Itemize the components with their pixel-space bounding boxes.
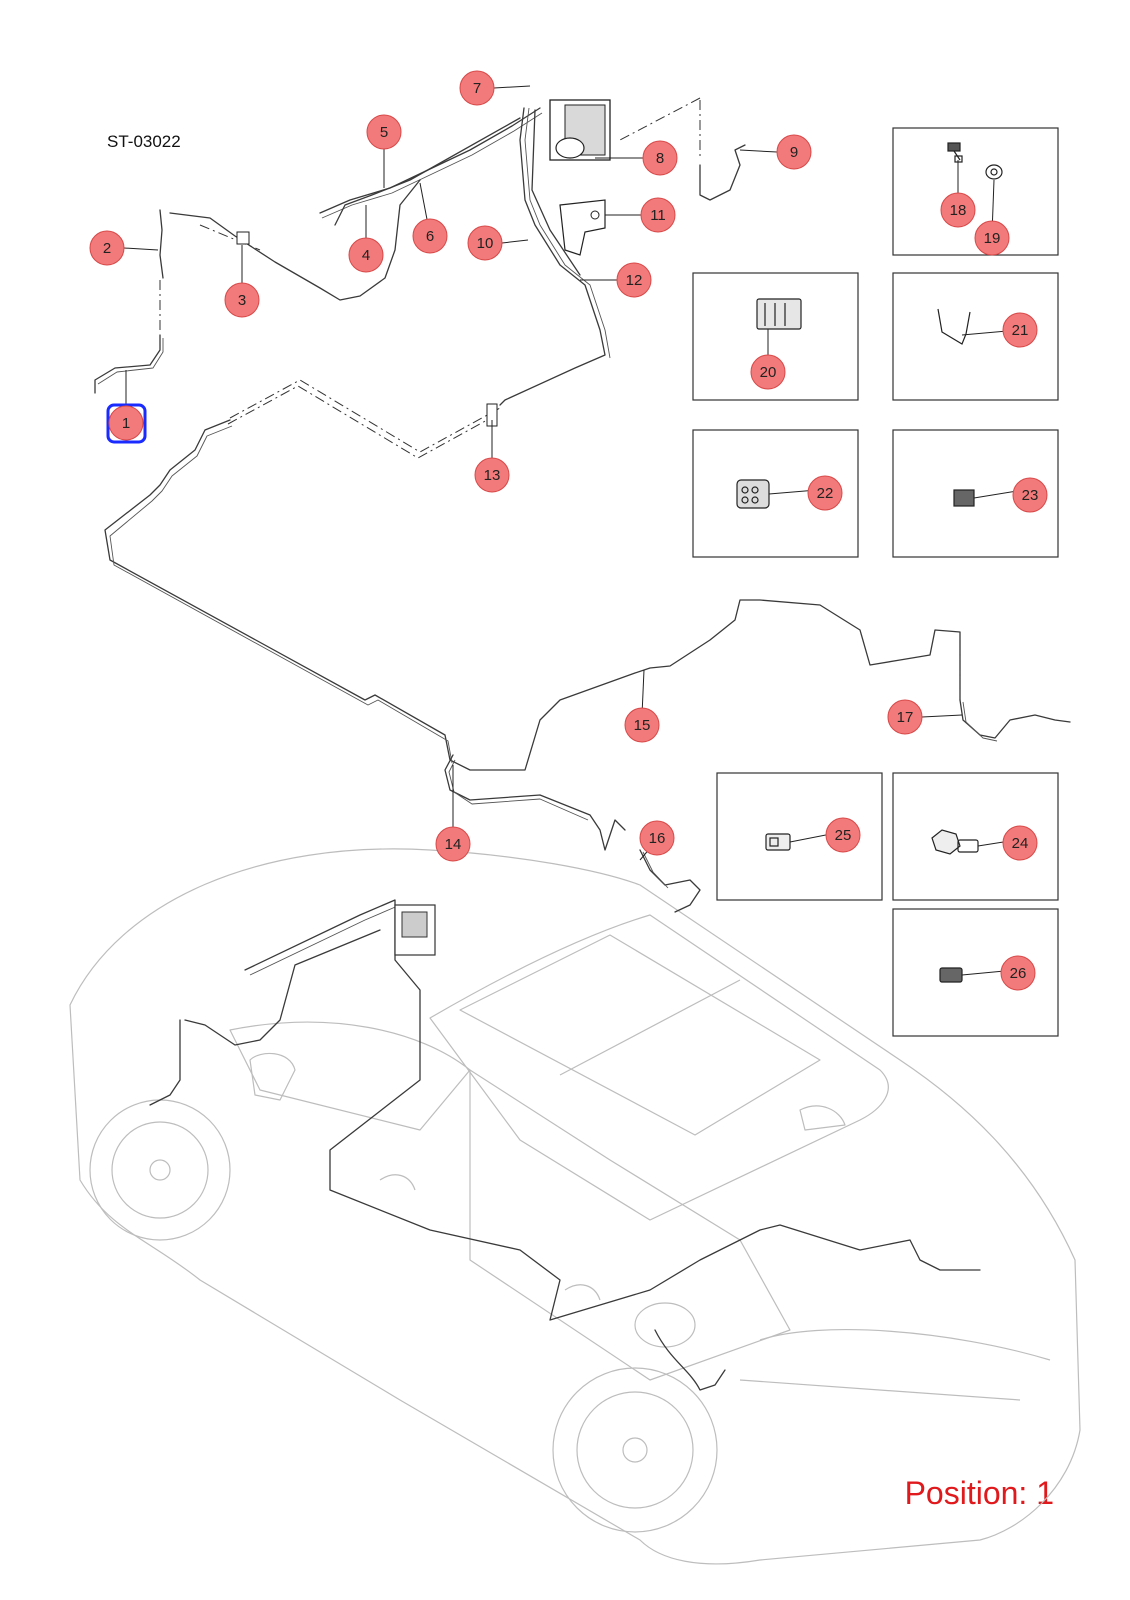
small-clip-icon xyxy=(953,489,975,507)
part-sketches xyxy=(736,142,1003,983)
callout-15[interactable]: 15 xyxy=(624,707,660,743)
svg-text:19: 19 xyxy=(984,230,1001,247)
svg-text:18: 18 xyxy=(950,202,967,219)
callout-18[interactable]: 18 xyxy=(940,192,976,228)
svg-text:3: 3 xyxy=(238,292,246,309)
svg-text:13: 13 xyxy=(484,467,501,484)
svg-text:10: 10 xyxy=(477,235,494,252)
position-highlight xyxy=(106,403,147,444)
callouts[interactable]: 1 2 3 4 5 6 7 8 9 10 11 12 13 14 15 16 1… xyxy=(89,70,1048,991)
callout-16[interactable]: 16 xyxy=(639,820,675,856)
clip-25-icon xyxy=(765,833,791,851)
svg-text:1: 1 xyxy=(122,415,130,432)
multi-clip-icon xyxy=(736,479,770,509)
detail-box-20 xyxy=(692,272,859,401)
callout-2[interactable]: 2 xyxy=(89,230,125,266)
svg-text:16: 16 xyxy=(649,830,666,847)
leader-lines xyxy=(123,85,1019,976)
svg-text:20: 20 xyxy=(760,364,777,381)
svg-text:9: 9 xyxy=(790,144,798,161)
svg-text:24: 24 xyxy=(1012,835,1029,852)
washer-icon xyxy=(985,164,1003,180)
callout-9[interactable]: 9 xyxy=(776,134,812,170)
svg-text:12: 12 xyxy=(626,272,643,289)
callout-8[interactable]: 8 xyxy=(642,140,678,176)
callout-6[interactable]: 6 xyxy=(412,218,448,254)
svg-text:22: 22 xyxy=(817,485,834,502)
callout-1[interactable]: 1 xyxy=(108,405,144,441)
drawing-code: ST-03022 xyxy=(107,132,181,151)
callout-19[interactable]: 19 xyxy=(974,220,1010,256)
svg-text:14: 14 xyxy=(445,836,462,853)
detail-box-23 xyxy=(892,429,1059,558)
svg-text:25: 25 xyxy=(835,827,852,844)
detail-box-25 xyxy=(716,772,883,901)
callout-12[interactable]: 12 xyxy=(616,262,652,298)
svg-text:8: 8 xyxy=(656,150,664,167)
svg-text:4: 4 xyxy=(362,247,370,264)
union-fitting-icon xyxy=(931,829,979,855)
callout-21[interactable]: 21 xyxy=(1002,312,1038,348)
callout-10[interactable]: 10 xyxy=(467,225,503,261)
exploded-brake-lines xyxy=(94,97,1071,913)
car-brake-lines xyxy=(149,899,981,1391)
svg-text:26: 26 xyxy=(1010,965,1027,982)
svg-text:23: 23 xyxy=(1022,487,1039,504)
connector-block-icon xyxy=(756,298,802,330)
svg-text:2: 2 xyxy=(103,240,111,257)
svg-text:15: 15 xyxy=(634,717,651,734)
callout-3[interactable]: 3 xyxy=(224,282,260,318)
detail-box-18-19 xyxy=(892,127,1059,256)
callout-26[interactable]: 26 xyxy=(1000,955,1036,991)
car-outline xyxy=(69,848,1081,1565)
callout-25[interactable]: 25 xyxy=(825,817,861,853)
callout-4[interactable]: 4 xyxy=(348,237,384,273)
position-label: Position: 1 xyxy=(904,1475,1054,1511)
callout-24[interactable]: 24 xyxy=(1002,825,1038,861)
callout-20[interactable]: 20 xyxy=(750,354,786,390)
svg-text:17: 17 xyxy=(897,709,914,726)
callout-5[interactable]: 5 xyxy=(366,114,402,150)
callout-17[interactable]: 17 xyxy=(887,699,923,735)
detail-box-22 xyxy=(692,429,859,558)
svg-text:6: 6 xyxy=(426,228,434,245)
detail-box-21 xyxy=(892,272,1059,401)
bracket-clip-icon xyxy=(937,308,971,345)
bolt-icon xyxy=(947,142,963,163)
callout-13[interactable]: 13 xyxy=(474,457,510,493)
clip-26-icon xyxy=(939,967,963,983)
callout-11[interactable]: 11 xyxy=(640,197,676,233)
svg-text:7: 7 xyxy=(473,80,481,97)
callout-7[interactable]: 7 xyxy=(459,70,495,106)
callout-22[interactable]: 22 xyxy=(807,475,843,511)
detail-boxes xyxy=(692,127,1059,1037)
detail-box-24 xyxy=(892,772,1059,901)
svg-text:21: 21 xyxy=(1012,322,1029,339)
svg-text:11: 11 xyxy=(650,207,666,224)
svg-text:5: 5 xyxy=(380,124,388,141)
detail-box-26 xyxy=(892,908,1059,1037)
callout-14[interactable]: 14 xyxy=(435,826,471,862)
callout-23[interactable]: 23 xyxy=(1012,477,1048,513)
